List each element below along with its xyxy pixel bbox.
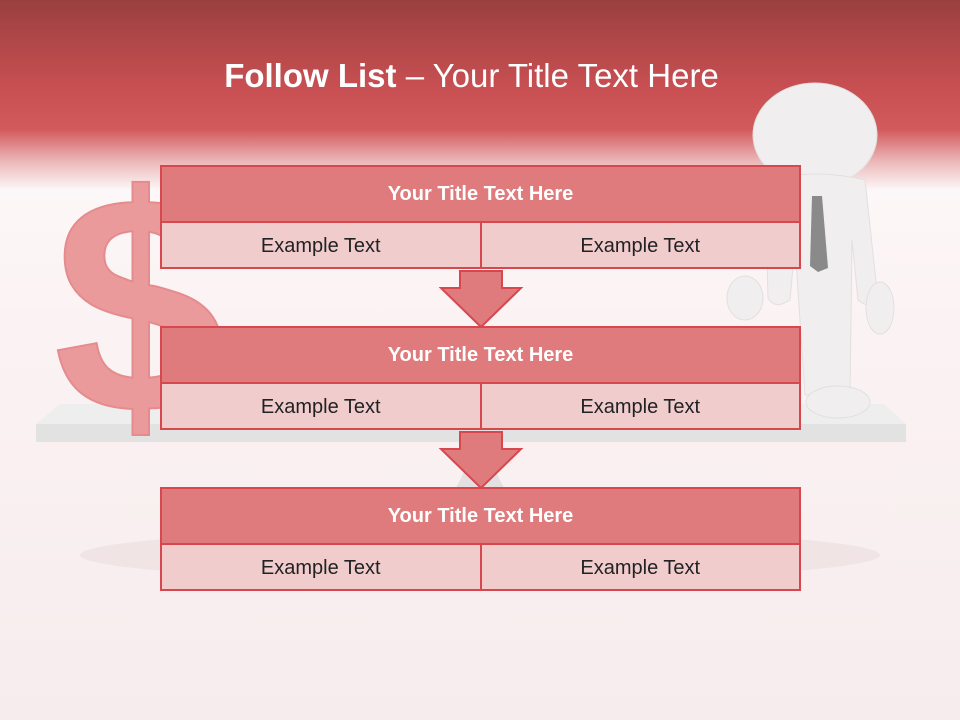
- necktie: [810, 196, 828, 272]
- list-block-3: Your Title Text Here Example Text Exampl…: [160, 487, 801, 591]
- page-title: Follow List – Your Title Text Here: [0, 52, 943, 100]
- page-title-bold: Follow List: [224, 57, 397, 94]
- block-row: Example Text Example Text: [162, 545, 799, 591]
- block-row: Example Text Example Text: [162, 223, 799, 269]
- list-block-1: Your Title Text Here Example Text Exampl…: [160, 165, 801, 269]
- list-block-2: Your Title Text Here Example Text Exampl…: [160, 326, 801, 430]
- down-arrow-icon: [438, 431, 524, 490]
- block-cell-right: Example Text: [479, 384, 800, 430]
- block-cell-right: Example Text: [479, 223, 800, 269]
- down-arrow-icon: [438, 270, 524, 329]
- block-title: Your Title Text Here: [162, 328, 799, 384]
- block-cell-left: Example Text: [260, 395, 381, 418]
- block-title: Your Title Text Here: [162, 489, 799, 545]
- block-cell-left: Example Text: [260, 556, 381, 579]
- block-row: Example Text Example Text: [162, 384, 799, 430]
- block-title: Your Title Text Here: [162, 167, 799, 223]
- person-figure: [726, 82, 895, 419]
- page-title-rest: – Your Title Text Here: [405, 57, 719, 94]
- block-cell-right: Example Text: [479, 545, 800, 591]
- block-cell-left: Example Text: [260, 234, 381, 257]
